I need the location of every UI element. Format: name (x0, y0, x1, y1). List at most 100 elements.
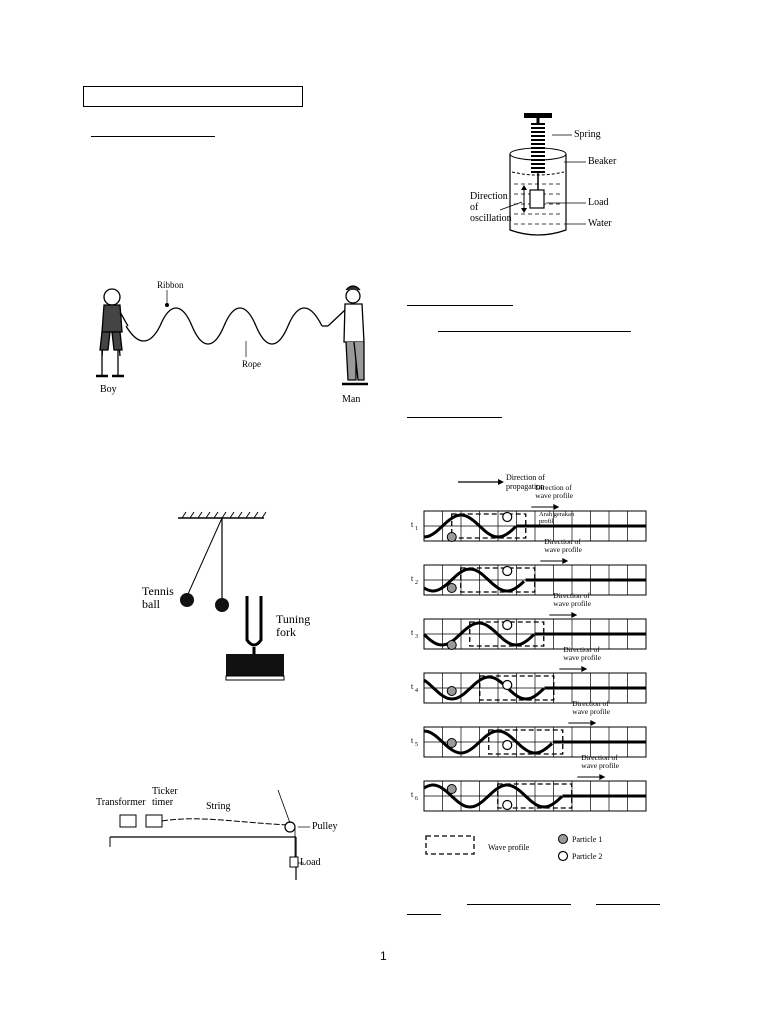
wave-curve (423, 513, 518, 539)
underline-blank-6 (596, 904, 660, 905)
page-number: 1 (380, 949, 387, 963)
time-subscript: 1 (415, 526, 418, 532)
time-label-5: t (411, 736, 414, 745)
profile-label-5-a: Direction of (572, 699, 609, 708)
profile-label-6-a: Direction of (581, 753, 618, 762)
ticker-label-1: Ticker (152, 786, 178, 797)
wave-profile-box (479, 675, 555, 701)
spring-beaker-diagram (499, 113, 586, 236)
profile-arrowhead (553, 504, 560, 510)
wave-profile-box (460, 567, 536, 593)
profile-label-5-b: wave profile (572, 707, 610, 716)
time-label-4: t (411, 682, 414, 691)
beaker-body (509, 154, 567, 236)
propagation-label-1: Direction of (506, 473, 545, 482)
wave-curve (423, 783, 564, 809)
tennis-ball-label-1: Tennis (142, 584, 174, 598)
boy-figure (96, 288, 129, 378)
underline-blank-3 (438, 331, 631, 332)
profile-label-4-a: Direction of (563, 645, 600, 654)
tennis-ball-label-2: ball (142, 597, 160, 611)
beaker-label: Beaker (588, 156, 617, 167)
man-figure (327, 285, 368, 386)
particle-1 (446, 640, 457, 650)
particle-1 (446, 583, 457, 593)
particle-1 (446, 532, 457, 542)
time-label-2: t (411, 574, 414, 583)
time-subscript: 4 (415, 688, 418, 694)
profile-arrowhead (562, 558, 569, 564)
direction-of-oscillation-line1: Direction (470, 191, 508, 202)
profile-label-4-b: wave profile (563, 653, 601, 662)
spring-label: Spring (574, 129, 601, 140)
spring-support (524, 113, 552, 118)
propagation-arrowhead (498, 479, 504, 485)
profile-arrowhead (581, 666, 588, 672)
tuning-fork-label-1: Tuning (276, 612, 311, 626)
transformer-label: Transformer (96, 797, 146, 808)
profile-label-2-b: wave profile (544, 545, 582, 554)
pendulum-diagram (178, 511, 285, 681)
load-label: Load (588, 197, 609, 208)
propagation-label-2: propagation (506, 482, 545, 491)
tuning-fork-label-2: fork (276, 625, 296, 639)
time-subscript: 2 (415, 580, 418, 586)
ribbon-knot (165, 303, 169, 307)
time-label-3: t (411, 628, 414, 637)
tuning-fork (245, 596, 263, 647)
legend-wave-profile: Wave profile (488, 843, 530, 852)
time-subscript: 6 (415, 796, 418, 802)
pulley (284, 821, 296, 833)
wave-curve (423, 729, 554, 755)
man-label: Man (342, 394, 361, 405)
string (161, 818, 291, 826)
fork-base (226, 654, 284, 676)
time-subscript: 3 (415, 634, 418, 640)
particle-2 (502, 679, 513, 691)
profile-label-3-b: wave profile (553, 599, 591, 608)
underline-blank-4 (407, 417, 502, 418)
ticker-timer (145, 814, 163, 828)
direction-of-oscillation-line3: oscillation (470, 213, 512, 224)
transformer (119, 814, 137, 828)
rope-label: Rope (242, 359, 261, 369)
profile-label-6-b: wave profile (581, 761, 619, 770)
underline-blank-1 (91, 136, 215, 137)
direction-of-oscillation-line2: of (470, 202, 479, 213)
load-block (529, 189, 545, 209)
rope-diagram (96, 285, 368, 386)
pulley-label: Pulley (312, 821, 338, 832)
profile-label-3-a: Direction of (553, 591, 590, 600)
particle-2 (502, 565, 513, 577)
time-subscript: 5 (415, 742, 418, 748)
string-label: String (206, 801, 231, 812)
legend-particle-2-marker (557, 850, 569, 862)
tennis-ball-1 (180, 593, 194, 607)
wave-curve (422, 621, 536, 647)
ticker-timer-diagram (109, 789, 310, 880)
legend-particle-2: Particle 2 (572, 852, 603, 861)
profile-label-1-b: wave profile (535, 491, 573, 500)
spring-coil (531, 123, 545, 173)
time-label-6: t (411, 790, 414, 799)
load-weight (289, 856, 299, 868)
particle-1 (446, 784, 457, 794)
heading-box (83, 86, 303, 107)
particle-2 (502, 511, 513, 523)
wave-curve (423, 675, 546, 701)
boy-label: Boy (100, 384, 117, 395)
rope-wave (125, 307, 323, 345)
underline-blank-2 (407, 305, 513, 306)
particle-1 (446, 738, 457, 748)
profile-label-2-a: Direction of (544, 537, 581, 546)
underline-blank-7 (407, 914, 441, 915)
ticker-load-label: Load (300, 857, 321, 868)
overlay-text-2: profil (539, 518, 554, 525)
ticker-label-2: timer (152, 797, 174, 808)
legend-particle-1: Particle 1 (572, 835, 603, 844)
overlay-text-1: Arah gerakan (539, 511, 575, 518)
legend-particle-1-marker (558, 834, 568, 844)
wave-profile-box (488, 729, 564, 755)
particle-2 (502, 619, 513, 631)
water-label: Water (588, 218, 612, 229)
